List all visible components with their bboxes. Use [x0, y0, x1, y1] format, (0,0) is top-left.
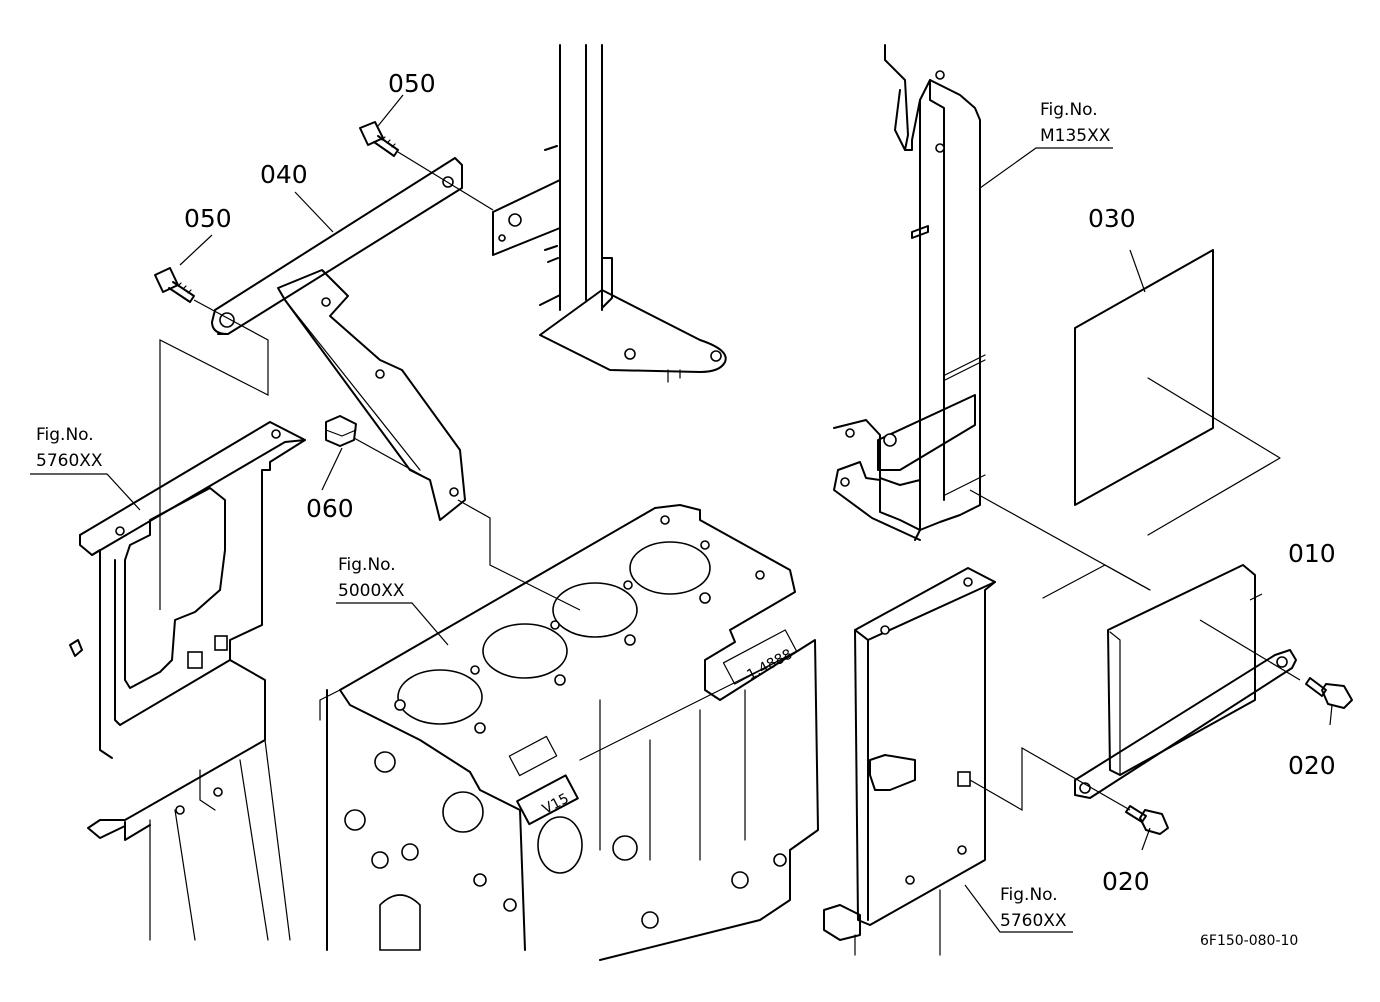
svg-text:020: 020	[1102, 867, 1150, 896]
bolt-020-right	[1305, 677, 1353, 709]
callout-leaders	[30, 94, 1333, 933]
engine-model-marking: V15	[540, 791, 572, 818]
frame-post-center	[492, 44, 727, 383]
frame-right-upper	[833, 44, 986, 541]
callout-060: 060	[306, 494, 354, 523]
svg-text:5760XX: 5760XX	[1000, 911, 1067, 931]
frame-right-lower	[823, 567, 996, 956]
svg-text:M135XX: M135XX	[1040, 126, 1111, 146]
callout-010: 010	[1288, 539, 1336, 568]
svg-text:5760XX: 5760XX	[36, 451, 103, 471]
svg-text:010: 010	[1288, 539, 1336, 568]
bracket-040	[211, 157, 466, 521]
svg-text:6F150-080-10: 6F150-080-10	[1200, 933, 1298, 949]
callout-020-bottom: 020	[1102, 867, 1150, 896]
svg-text:Fig.No.: Fig.No.	[1000, 885, 1058, 905]
callout-050-top: 050	[388, 69, 436, 98]
assembly-lines	[159, 151, 1301, 812]
callout-020-right: 020	[1288, 751, 1336, 780]
drawing-code: 6F150-080-10	[1200, 933, 1298, 949]
plate-030	[1074, 249, 1281, 536]
figref-m135: Fig.No. M135XX	[1040, 100, 1111, 146]
svg-text:Fig.No.: Fig.No.	[1040, 100, 1098, 120]
bolt-060	[325, 415, 357, 447]
svg-text:050: 050	[388, 69, 436, 98]
svg-text:030: 030	[1088, 204, 1136, 233]
svg-text:5000XX: 5000XX	[338, 581, 405, 601]
bolt-050-left	[154, 267, 195, 303]
callout-040: 040	[260, 160, 308, 189]
callout-050-left: 050	[184, 204, 232, 233]
cover-010	[1042, 564, 1297, 799]
svg-text:020: 020	[1288, 751, 1336, 780]
svg-text:V15: V15	[540, 791, 572, 818]
bolt-050-top	[359, 121, 399, 157]
bolt-020-bottom	[1125, 805, 1169, 835]
figref-5000: Fig.No. 5000XX	[338, 555, 405, 601]
figref-5760-left: Fig.No. 5760XX	[36, 425, 103, 471]
svg-text:050: 050	[184, 204, 232, 233]
svg-text:040: 040	[260, 160, 308, 189]
svg-text:Fig.No.: Fig.No.	[36, 425, 94, 445]
frame-left	[69, 421, 306, 941]
figref-5760-right: Fig.No. 5760XX	[1000, 885, 1067, 931]
callout-030: 030	[1088, 204, 1136, 233]
engine-block: V15 1.4888	[319, 504, 819, 961]
svg-text:Fig.No.: Fig.No.	[338, 555, 396, 575]
svg-text:060: 060	[306, 494, 354, 523]
